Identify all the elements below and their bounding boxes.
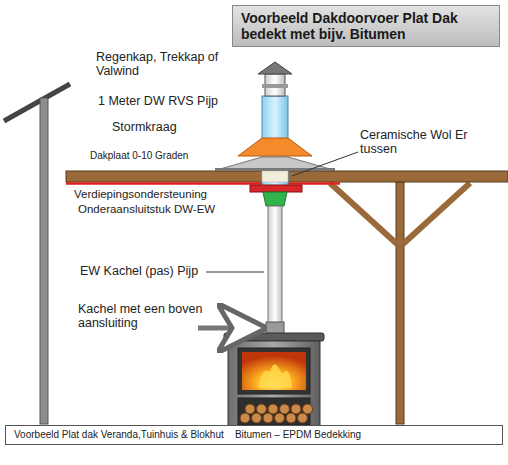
roof-plate — [220, 157, 330, 169]
roof-beam — [66, 171, 508, 182]
log — [275, 413, 285, 423]
log — [268, 404, 278, 414]
log — [286, 413, 296, 423]
log-store — [238, 398, 310, 425]
log — [245, 404, 255, 414]
left-roof — [4, 84, 70, 121]
logs — [240, 404, 313, 423]
pointer-arrow — [198, 326, 262, 331]
stove-body — [228, 341, 320, 429]
rain-cap — [262, 84, 288, 88]
stove-door — [238, 348, 310, 394]
roof-underside — [66, 182, 340, 185]
part-label: EW Kachel (pas) Pijp — [80, 264, 210, 278]
brace — [330, 183, 397, 244]
part-label: Kachel met een boven aansluiting — [78, 302, 218, 331]
caption-box: Voorbeeld Plat dak Veranda,Tuinhuis & Bl… — [5, 425, 503, 445]
log — [240, 413, 250, 423]
log — [291, 404, 301, 414]
ceramic-wool — [262, 171, 288, 182]
part-label: Stormkraag — [112, 120, 232, 134]
brace — [403, 183, 470, 244]
part-label: Ceramische Wol Er tussen — [360, 128, 490, 157]
log — [252, 413, 262, 423]
left-post — [40, 98, 48, 424]
part-label: Dakplaat 0-10 Graden — [90, 150, 220, 162]
stove-collar — [266, 322, 284, 334]
dw-ew-adapter — [263, 192, 287, 206]
log — [257, 404, 267, 414]
rain-cap — [258, 62, 292, 74]
log — [298, 413, 308, 423]
right-post — [396, 182, 404, 424]
flame — [258, 364, 292, 388]
storm-collar — [238, 138, 312, 156]
log — [280, 404, 290, 414]
part-label: 1 Meter DW RVS Pijp — [98, 94, 248, 108]
log — [303, 404, 313, 414]
part-label: Regenkap, Trekkap of Valwind — [96, 50, 246, 79]
ew-pipe — [268, 206, 282, 326]
stove-top — [224, 333, 324, 341]
leader-line — [292, 152, 358, 176]
leader-line — [206, 271, 264, 272]
floor-support — [250, 185, 302, 192]
log — [263, 413, 273, 423]
stove-fire — [242, 352, 306, 390]
roof-plate — [215, 168, 335, 171]
part-label: Onderaansluitstuk DW-EW — [78, 203, 248, 216]
title-box: Voorbeeld Dakdoorvoer Plat Dak bedekt me… — [232, 5, 500, 47]
part-label: Verdiepingsondersteuning — [74, 188, 244, 201]
